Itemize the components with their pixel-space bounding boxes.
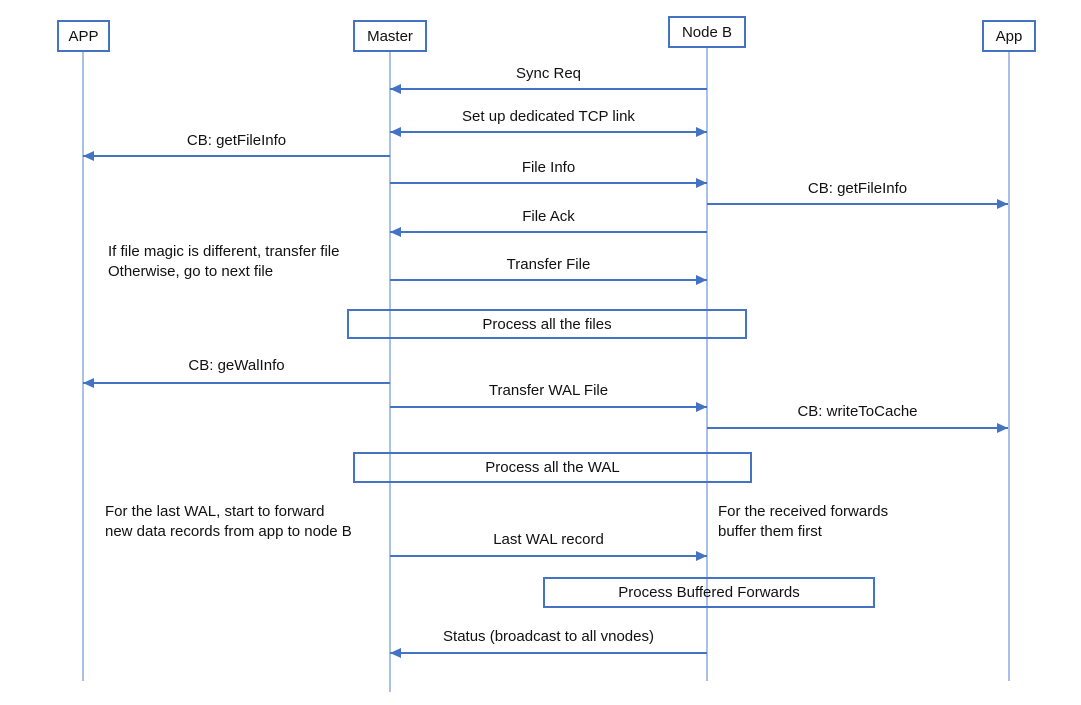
actor-box-app-right: App xyxy=(982,20,1036,52)
message-label: Set up dedicated TCP link xyxy=(462,108,635,125)
arrowhead-left-icon xyxy=(390,84,401,94)
note-line: For the received forwards xyxy=(718,503,889,520)
message-label: CB: getFileInfo xyxy=(186,132,287,149)
arrowhead-left-icon xyxy=(83,378,94,388)
message-label: Transfer File xyxy=(506,256,591,273)
message-line xyxy=(707,203,1008,205)
arrowhead-left-icon xyxy=(390,648,401,658)
message-line xyxy=(390,406,707,408)
actor-box-node-b: Node B xyxy=(668,16,746,48)
message-line xyxy=(390,555,707,557)
message-line xyxy=(83,155,390,157)
message-line xyxy=(390,652,707,654)
actor-box-app-left: APP xyxy=(57,20,110,52)
actor-box-master: Master xyxy=(353,20,427,52)
lifeline-master xyxy=(389,52,391,692)
message-line xyxy=(390,182,707,184)
message-line xyxy=(390,88,707,90)
message-line xyxy=(390,231,707,233)
arrowhead-left-icon xyxy=(390,127,401,137)
note-file-magic: If file magic is different, transfer fil… xyxy=(108,242,339,282)
message-label: File Ack xyxy=(522,208,575,225)
lifeline-node-b xyxy=(706,48,708,681)
lifeline-app-right xyxy=(1008,52,1010,681)
message-label: Last WAL record xyxy=(493,531,604,548)
arrowhead-right-icon xyxy=(696,402,707,412)
arrowhead-left-icon xyxy=(83,151,94,161)
message-label: CB: geWalInfo xyxy=(188,357,285,374)
message-label: Sync Req xyxy=(515,65,582,82)
actor-label-master: Master xyxy=(367,27,413,45)
process-box-label: Process all the WAL xyxy=(485,459,620,476)
arrowhead-right-icon xyxy=(997,199,1008,209)
process-box-buffered-forwards: Process Buffered Forwards xyxy=(543,577,875,608)
note-line: Otherwise, go to next file xyxy=(108,263,274,280)
message-label: Transfer WAL File xyxy=(488,382,609,399)
message-line xyxy=(707,427,1008,429)
process-box-wal: Process all the WAL xyxy=(353,452,752,483)
message-label: Status (broadcast to all vnodes) xyxy=(443,628,654,645)
arrowhead-right-icon xyxy=(696,551,707,561)
note-received-forwards: For the received forwards buffer them fi… xyxy=(718,502,888,542)
arrowhead-right-icon xyxy=(696,178,707,188)
note-line: For the last WAL, start to forward xyxy=(105,503,325,520)
note-last-wal-forward: For the last WAL, start to forward new d… xyxy=(105,502,352,542)
process-box-label: Process Buffered Forwards xyxy=(618,584,800,601)
process-box-files: Process all the files xyxy=(347,309,747,339)
lifeline-app-left xyxy=(82,52,84,681)
actor-label-node-b: Node B xyxy=(681,23,733,41)
arrowhead-right-icon xyxy=(997,423,1008,433)
message-label: CB: writeToCache xyxy=(797,403,918,420)
actor-label-app-right: App xyxy=(995,27,1023,45)
message-label: CB: getFileInfo xyxy=(807,180,908,197)
arrowhead-right-icon xyxy=(696,275,707,285)
actor-label-app-left: APP xyxy=(68,27,99,45)
message-line xyxy=(390,279,707,281)
note-line: If file magic is different, transfer fil… xyxy=(108,243,340,260)
arrowhead-right-icon xyxy=(696,127,707,137)
message-label: File Info xyxy=(521,159,576,176)
note-line: new data records from app to node B xyxy=(105,523,352,540)
note-line: buffer them first xyxy=(718,523,822,540)
process-box-label: Process all the files xyxy=(482,315,612,333)
arrowhead-left-icon xyxy=(390,227,401,237)
message-line xyxy=(390,131,707,133)
message-line xyxy=(83,382,390,384)
